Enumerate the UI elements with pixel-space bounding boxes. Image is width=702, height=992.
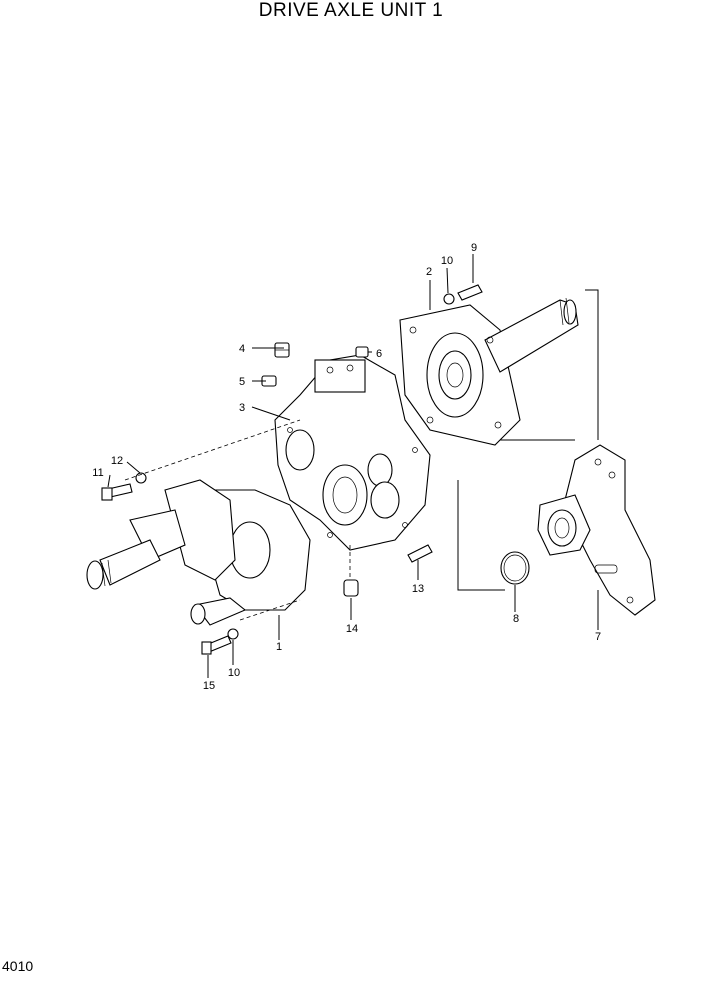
part-6-plug [355, 346, 369, 358]
part-8-o-ring [500, 551, 530, 585]
callout-10-lower: 10 [228, 667, 240, 679]
callout-5: 5 [239, 376, 245, 388]
callout-7: 7 [595, 631, 601, 643]
callout-13: 13 [412, 583, 424, 595]
callout-12: 12 [111, 455, 123, 467]
part-11-bolt [101, 483, 133, 501]
part-13-pin [407, 544, 433, 563]
callout-15: 15 [203, 680, 215, 692]
part-10-washer-upper [443, 293, 455, 305]
diagram-title: DRIVE AXLE UNIT 1 [258, 0, 444, 21]
callout-11: 11 [92, 467, 103, 479]
callout-3: 3 [239, 402, 245, 414]
page-code: 4010 [2, 958, 34, 974]
part-9-bolt [457, 284, 483, 301]
part-4-fitting [274, 342, 290, 358]
part-1-left-housing [86, 479, 311, 626]
callout-14: 14 [346, 623, 358, 635]
callout-6: 6 [376, 348, 382, 360]
callout-1: 1 [276, 641, 282, 653]
callout-2: 2 [426, 266, 432, 278]
callout-4: 4 [239, 343, 245, 355]
part-15-bolt [201, 635, 232, 655]
part-3-center-housing [274, 354, 431, 551]
part-2-flange-shaft [399, 297, 579, 446]
callout-8: 8 [513, 613, 519, 625]
part-7-bracket [537, 444, 656, 616]
callout-9: 9 [471, 242, 477, 254]
callout-10-upper: 10 [441, 255, 453, 267]
part-14-plug [343, 579, 359, 597]
part-10-washer-lower [227, 628, 239, 640]
